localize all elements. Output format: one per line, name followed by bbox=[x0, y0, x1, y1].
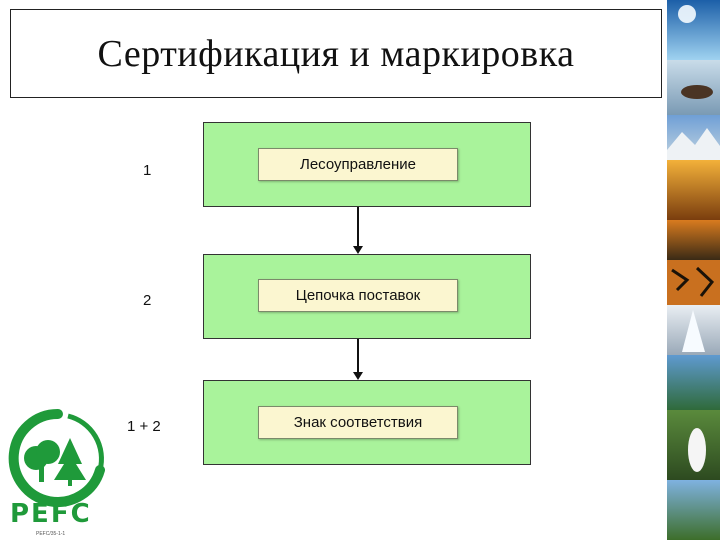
arrow-1-2-head bbox=[353, 246, 363, 254]
arrow-2-3 bbox=[357, 339, 359, 373]
nature-photo-strip bbox=[667, 0, 720, 540]
step-3-number: 1 + 2 bbox=[127, 418, 161, 435]
arrow-2-3-head bbox=[353, 372, 363, 380]
pefc-logo-text: PEFC bbox=[10, 499, 92, 529]
step-1-label: Лесоуправление bbox=[258, 148, 458, 181]
pefc-logo bbox=[8, 408, 105, 507]
step-1-number: 1 bbox=[143, 162, 152, 179]
step-3-label: Знак соответствия bbox=[258, 406, 458, 439]
step-1-box bbox=[203, 122, 531, 207]
step-2-number: 2 bbox=[143, 292, 152, 309]
pefc-logo-subtext: PEFC/35-1-1 bbox=[36, 531, 66, 537]
step-2-label: Цепочка поставок bbox=[258, 279, 458, 312]
page-title: Сертификация и маркировка bbox=[97, 32, 575, 75]
title-box: Сертификация и маркировка bbox=[10, 9, 662, 98]
arrow-1-2 bbox=[357, 207, 359, 247]
